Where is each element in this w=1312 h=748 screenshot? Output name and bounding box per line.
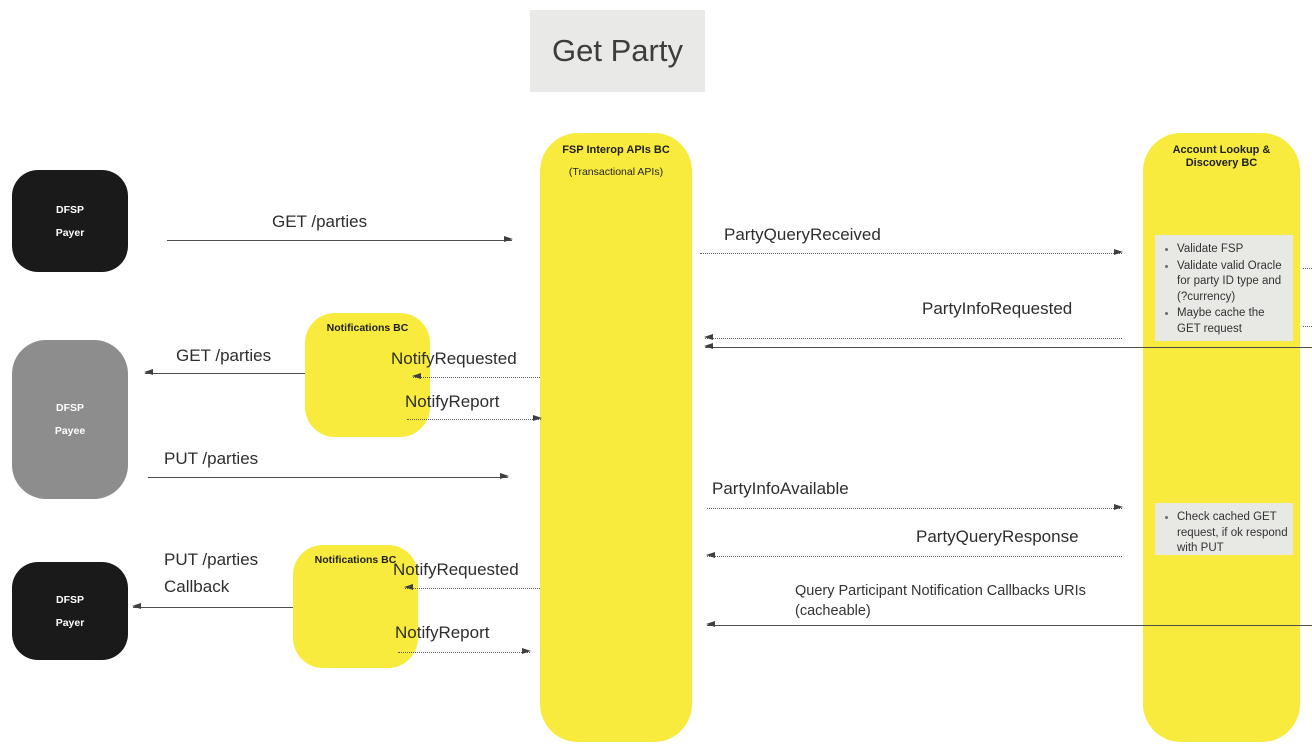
label-notify-requested-top: NotifyRequested (391, 349, 517, 368)
actor-label-line1: DFSP (55, 593, 84, 606)
label-put-parties-callback-line2: Callback (164, 577, 230, 596)
note-bullet: Validate FSP (1177, 242, 1289, 258)
actor-label-line1: DFSP (55, 402, 84, 414)
note-bullet: Validate valid Oracle for party ID type … (1177, 259, 1289, 306)
note-check-cached-get: Check cached GET request, if ok respond … (1155, 503, 1293, 555)
label-put-parties-callback-line1: PUT /parties (164, 550, 259, 569)
label-notify-report-bottom: NotifyReport (395, 623, 490, 642)
arrow-notify-report-top (407, 415, 542, 421)
group-notifications-bc-bottom: Notifications BC (293, 545, 418, 668)
arrow-offscreen-to-fsp-interop (704, 343, 1312, 349)
arrow-party-info-available (707, 504, 1123, 510)
note-bullet: Check cached GET request, if ok respond … (1177, 510, 1289, 557)
label-party-info-available: PartyInfoAvailable (712, 479, 849, 498)
arrow-stub-right-top (1303, 268, 1312, 269)
diagram-title: Get Party (530, 10, 705, 92)
lifeline-account-lookup-discovery-bc: Account Lookup & Discovery BC (1143, 133, 1300, 742)
arrow-get-parties-request (167, 236, 513, 242)
actor-label-line2: Payer (55, 226, 85, 239)
note-validate-fsp: Validate FSP Validate valid Oracle for p… (1155, 235, 1293, 341)
arrow-put-parties (148, 473, 509, 479)
actor-label-line2: Payee (54, 425, 86, 437)
label-party-query-received: PartyQueryReceived (724, 225, 881, 244)
label-party-query-response: PartyQueryResponse (916, 527, 1079, 546)
lifeline-fsp-interop-apis-bc: FSP Interop APIs BC (Transactional APIs) (540, 133, 692, 742)
arrow-party-query-received (700, 249, 1123, 255)
label-query-callbacks-line2: (cacheable) (795, 603, 871, 619)
label-party-info-requested: PartyInfoRequested (922, 299, 1073, 318)
arrow-stub-right-bottom (1303, 326, 1312, 327)
arrow-notify-requested-bottom (404, 584, 540, 590)
actor-label-line1: DFSP (55, 203, 84, 216)
label-put-parties: PUT /parties (164, 449, 259, 468)
label-notify-requested-bottom: NotifyRequested (393, 560, 519, 579)
lifeline-subtitle: (Transactional APIs) (568, 166, 664, 178)
actor-label-line2: Payer (55, 616, 85, 629)
arrow-notify-report-bottom (398, 648, 531, 654)
label-get-parties-request: GET /parties (272, 212, 368, 231)
label-query-callbacks-line1: Query Participant Notification Callbacks… (795, 583, 1086, 599)
arrow-party-info-requested (704, 334, 1122, 340)
actor-dfsp-payer-top: DFSP Payer (12, 170, 128, 272)
lifeline-title: FSP Interop APIs BC (562, 144, 670, 156)
arrow-notify-requested-top (412, 373, 540, 379)
group-notifications-bc-top: Notifications BC (305, 313, 430, 437)
arrow-party-query-response (706, 552, 1122, 558)
diagram-title-text: Get Party (552, 33, 683, 68)
actor-dfsp-payer-bottom: DFSP Payer (12, 562, 128, 660)
group-title: Notifications BC (314, 554, 397, 566)
label-notify-report-top: NotifyReport (405, 392, 500, 411)
note-bullet: Maybe cache the GET request (1177, 306, 1289, 337)
actor-dfsp-payee: DFSP Payee (12, 340, 128, 499)
lifeline-title: Account Lookup & Discovery BC (1172, 144, 1271, 169)
arrow-put-parties-callback (132, 603, 293, 609)
arrow-notify-get-parties (144, 369, 305, 375)
group-title: Notifications BC (326, 322, 409, 334)
label-notify-get-parties: GET /parties (176, 346, 272, 365)
arrow-query-callbacks (706, 621, 1312, 627)
